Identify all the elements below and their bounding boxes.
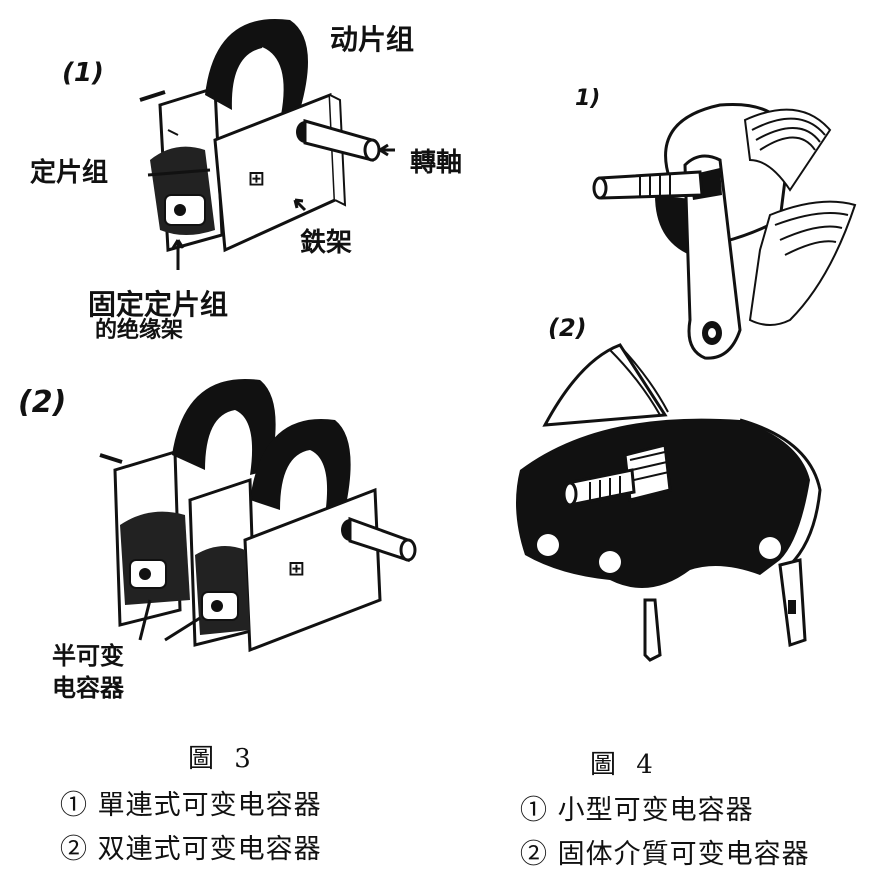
moving-plates-label: 动片组 [330, 23, 415, 56]
fig3-caption-item1: ① 單連式可变电容器 [60, 790, 322, 821]
insulator-label-line1: 固定定片组 [88, 288, 229, 321]
fig4-caption-title: 圖 4 [590, 750, 659, 780]
svg-text:⊞: ⊞ [248, 166, 265, 190]
fig3-caption-item2: ② 双連式可变电容器 [60, 834, 322, 865]
fixed-plates-label: 定片组 [30, 158, 109, 188]
fig3-sub2-label: (2) [18, 385, 67, 420]
semi-variable-label-line2: 电容器 [52, 674, 124, 702]
fig4-sub2-label: (2) [548, 314, 587, 342]
fig4-caption-item1: ① 小型可变电容器 [520, 795, 754, 826]
fig3-caption-title: 圖 3 [188, 744, 257, 774]
fig4-sub1-label: 1) [575, 86, 601, 111]
fig3-sub1-label: (1) [62, 58, 104, 88]
fig4-caption-item2: ② 固体介質可变电容器 [520, 839, 810, 870]
semi-variable-label-line1: 半可变 [52, 642, 124, 670]
frame-label: 鉄架 [300, 228, 353, 258]
insulator-label-line2: 的绝缘架 [95, 318, 184, 343]
svg-text:⊞: ⊞ [288, 556, 305, 580]
shaft-label: 轉軸 [410, 148, 463, 178]
